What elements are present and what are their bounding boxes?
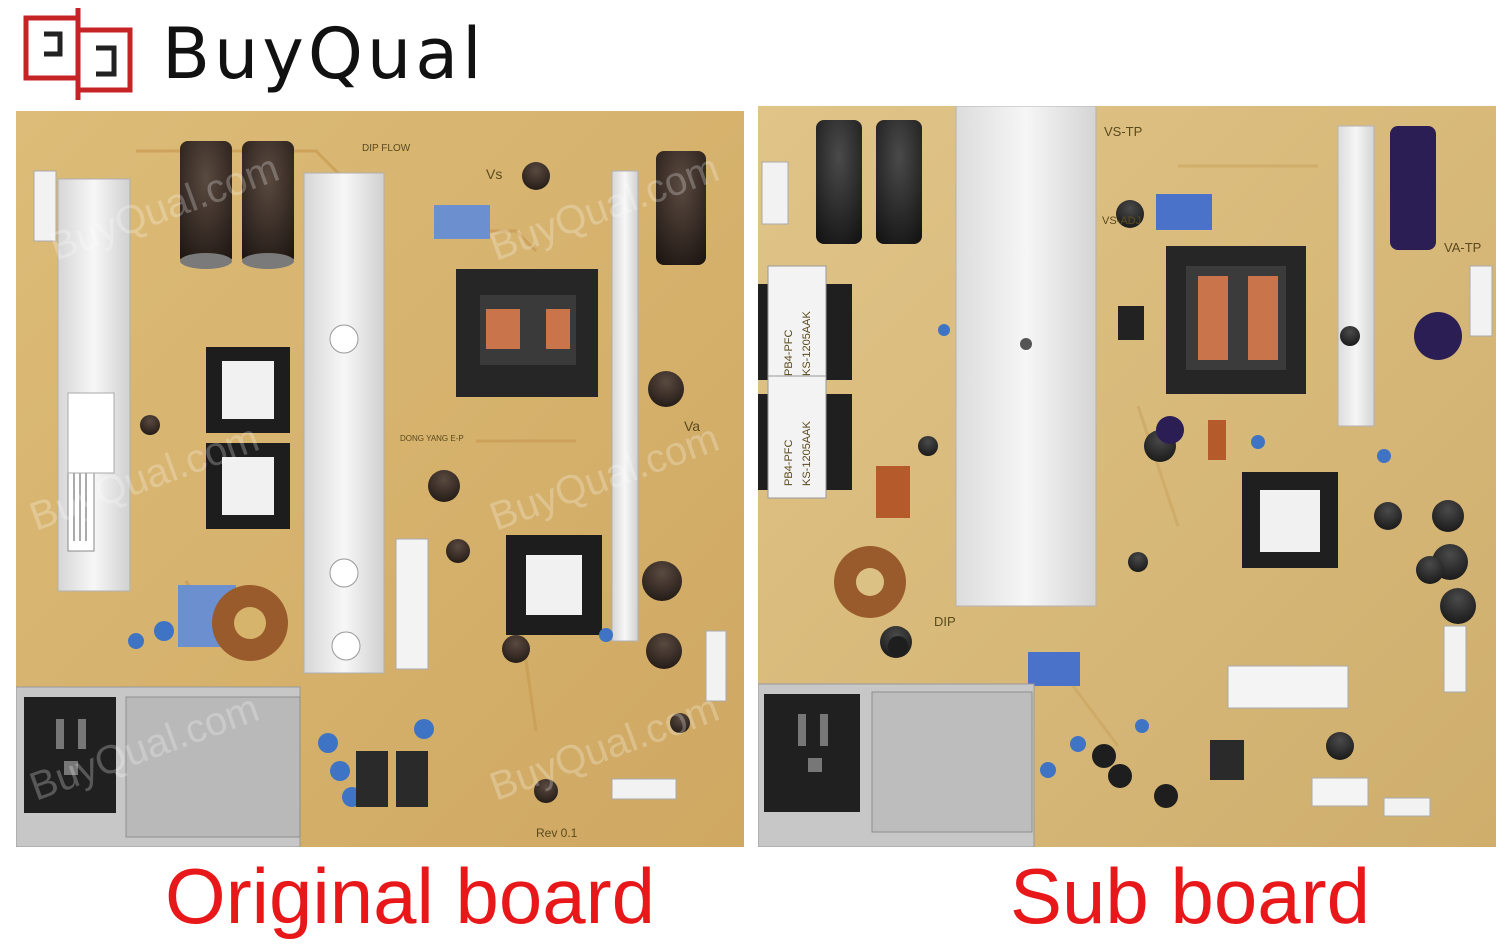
silk-dong-yang: DONG YANG E-P [400, 434, 464, 443]
silk-va-tp: VA-TP [1444, 240, 1481, 255]
silk-va: Va [684, 418, 700, 434]
logo-text: BuyQual [162, 13, 486, 95]
silk-dip-flow: DIP FLOW [362, 143, 411, 154]
silk-vs-adj: VS-ADJ [1102, 215, 1141, 227]
pfc-label-2a: PB4-PFC [783, 439, 795, 486]
silk-vs: Vs [486, 166, 502, 182]
logo-mark-icon [23, 8, 133, 100]
silk-dip: DIP [934, 614, 956, 629]
buyqual-logo: BuyQual [22, 4, 492, 104]
sub-board-photo: PB4-PFC KS-1205AAK PB4-PFC KS-1205AAK [758, 106, 1496, 847]
silk-vs-tp: VS-TP [1104, 124, 1142, 139]
pfc-label-2b: KS-1205AAK [801, 421, 813, 486]
pfc-label-1b: KS-1205AAK [801, 311, 813, 376]
sub-board-caption: Sub board [1010, 852, 1370, 940]
original-board-photo: Vs Va DIP FLOW Rev 0.1 DONG YANG E-P Buy… [16, 111, 744, 847]
silk-rev: Rev 0.1 [536, 826, 578, 840]
pfc-label-1a: PB4-PFC [783, 329, 795, 376]
original-board-caption: Original board [165, 852, 655, 940]
